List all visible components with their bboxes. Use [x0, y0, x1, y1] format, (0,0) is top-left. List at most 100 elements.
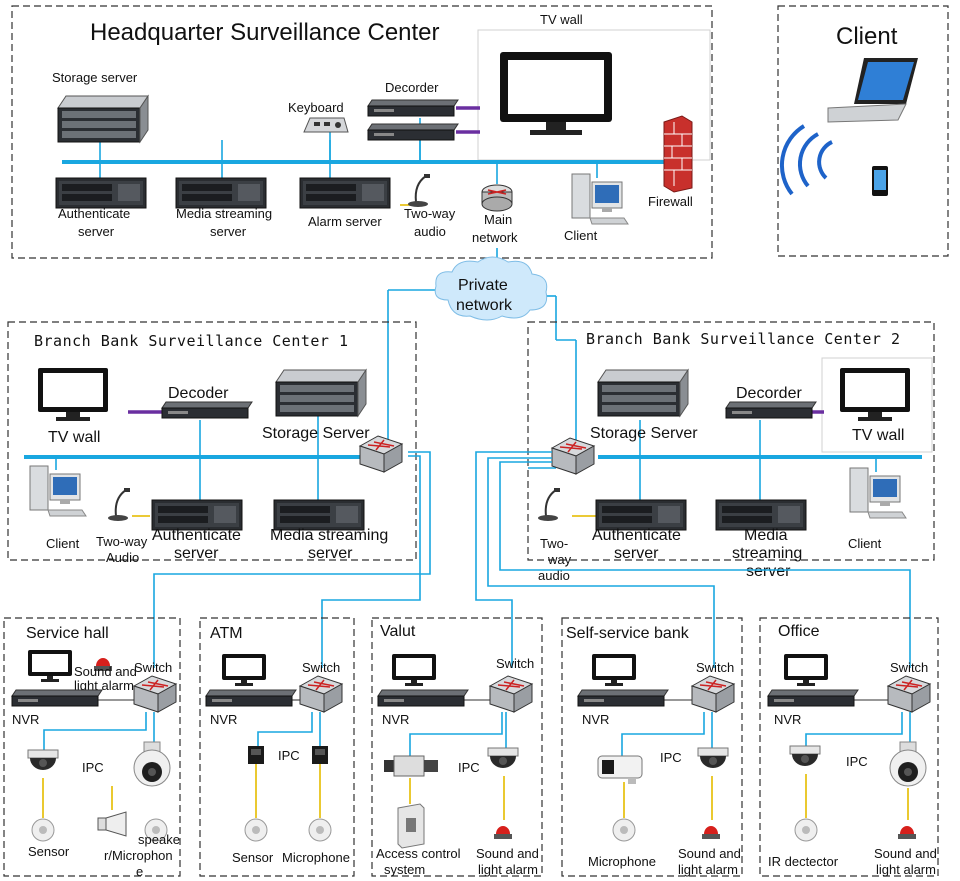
branch2-auth-label-1: Authenticate: [592, 527, 681, 544]
service-hall-title: Service hall: [26, 625, 109, 642]
branch1-tv-wall-label: TV wall: [48, 429, 100, 446]
branch2-two-way-label-2: way: [547, 552, 572, 567]
service-hall-sensor-label: Sensor: [28, 844, 70, 859]
service-hall-speaker-label-2: r/Microphon: [104, 848, 173, 863]
branch2-media-streaming-server-icon: [715, 499, 807, 531]
service-hall-nvr-label: NVR: [12, 712, 39, 727]
branch1-two-way-label-1: Two-way: [96, 534, 148, 549]
branch2-tv-wall-label: TV wall: [852, 427, 904, 444]
client-frame: [777, 5, 949, 257]
access-control-label-1: Access control: [376, 846, 461, 861]
valut-title: Valut: [380, 623, 416, 640]
valut-switch-label: Switch: [496, 656, 534, 671]
valut-dome-camera-icon: [487, 747, 519, 769]
office-ipc-label: IPC: [846, 754, 868, 769]
service-hall-sensor-icon: [31, 818, 55, 842]
office-monitor-icon: [784, 654, 828, 686]
branch1-title: Branch Bank Surveillance Center 1: [34, 332, 349, 350]
branch2-two-way-audio-icon: [537, 487, 561, 522]
branch2-two-way-label-1: Two-: [540, 536, 568, 551]
branch1-auth-label-2: server: [174, 545, 219, 562]
service-hall-switch-label: Switch: [134, 660, 172, 675]
private-network-label-2: network: [456, 297, 513, 314]
service-hall-speaker-label-3: e: [136, 864, 143, 879]
branch1-media-label-2: server: [308, 545, 353, 562]
self-service-ipc-label: IPC: [660, 750, 682, 765]
hq-auth-label-2: server: [78, 224, 115, 239]
branch1-authenticate-server-icon: [151, 499, 243, 531]
service-hall-frame: [3, 617, 181, 877]
atm-microphone-label: Microphone: [282, 850, 350, 865]
access-control-icon: [397, 803, 425, 849]
valut-ipc-label: IPC: [458, 760, 480, 775]
branch2-media-label-2: streaming: [732, 545, 802, 562]
atm-nvr-icon: [205, 689, 297, 707]
alarm-server-label: Alarm server: [308, 214, 382, 229]
branch1-media-label-1: Media streaming: [270, 527, 388, 544]
valut-box-camera-icon: [384, 755, 438, 777]
office-dome-camera-icon: [789, 745, 821, 767]
service-hall-dome-camera-icon: [27, 749, 59, 771]
service-hall-ipc-label: IPC: [82, 760, 104, 775]
alarm-server-icon: [299, 177, 391, 209]
branch2-auth-label-2: server: [614, 545, 659, 562]
hq-decoder-icon-2: [367, 123, 459, 141]
atm-frame: [199, 617, 355, 877]
self-service-microphone-icon: [612, 818, 636, 842]
hq-tv-wall-label: TV wall: [540, 12, 583, 27]
self-service-alarm-icon: [702, 826, 720, 839]
atm-switch-label: Switch: [302, 660, 340, 675]
keyboard-label: Keyboard: [288, 100, 344, 115]
branch1-media-streaming-server-icon: [273, 499, 365, 531]
self-service-dome-camera-icon: [697, 747, 729, 769]
branch1-client-label: Client: [46, 536, 80, 551]
branch2-frame: [527, 321, 935, 561]
atm-sensor-label: Sensor: [232, 850, 274, 865]
main-network-label-1: Main: [484, 212, 512, 227]
site-uplinks: [153, 451, 911, 668]
branch2-decoder-label: Decorder: [736, 385, 802, 402]
firewall-label: Firewall: [648, 194, 693, 209]
atm-microphone-icon: [308, 818, 332, 842]
branch2-storage-server-label: Storage Server: [590, 425, 698, 442]
self-service-alarm-label-2: light alarm: [678, 862, 738, 877]
valut-nvr-label: NVR: [382, 712, 409, 727]
branch1-decoder-icon: [161, 401, 253, 419]
office-alarm-label-2: light alarm: [876, 862, 936, 877]
office-nvr-label: NVR: [774, 712, 801, 727]
valut-monitor-icon: [392, 654, 436, 686]
service-hall-nvr-icon: [11, 689, 103, 707]
hq-storage-server-icon: [57, 95, 149, 143]
hq-two-way-audio-icon: [407, 173, 431, 208]
atm-ipc-label: IPC: [278, 748, 300, 763]
hq-media-label-1: Media streaming: [176, 206, 272, 221]
loudspeaker-icon: [97, 811, 127, 837]
office-alarm-label-1: Sound and: [874, 846, 937, 861]
laptop-icon: [827, 58, 918, 123]
branch2-two-way-label-3: audio: [538, 568, 570, 583]
self-service-nvr-icon: [577, 689, 669, 707]
self-service-microphone-label: Microphone: [588, 854, 656, 869]
self-service-nvr-label: NVR: [582, 712, 609, 727]
hq-storage-server-label: Storage server: [52, 70, 138, 85]
office-title: Office: [778, 623, 820, 640]
ir-detector-label: IR dectector: [768, 854, 839, 869]
hq-auth-label-1: Authenticate: [58, 206, 130, 221]
bullet-camera-icon: [597, 755, 643, 784]
firewall-icon: [663, 115, 693, 193]
service-hall-speaker-label-1: speake: [138, 832, 180, 847]
branch2-decoder-icon: [725, 401, 817, 419]
branch2-storage-server-icon: [597, 369, 689, 417]
self-service-monitor-icon: [592, 654, 636, 686]
hq-two-way-label-1: Two-way: [404, 206, 456, 221]
service-hall-speed-dome-icon: [133, 741, 171, 787]
valut-alarm-label-2: light alarm: [478, 862, 538, 877]
hq-decoder-icon-1: [367, 99, 459, 117]
office-switch-icon: [887, 675, 931, 713]
branch2-media-label-3: server: [746, 563, 791, 580]
hq-media-label-2: server: [210, 224, 247, 239]
branch1-two-way-label-2: Audio: [106, 550, 139, 565]
wifi-signal-icon: [780, 124, 833, 196]
atm-nvr-label: NVR: [210, 712, 237, 727]
